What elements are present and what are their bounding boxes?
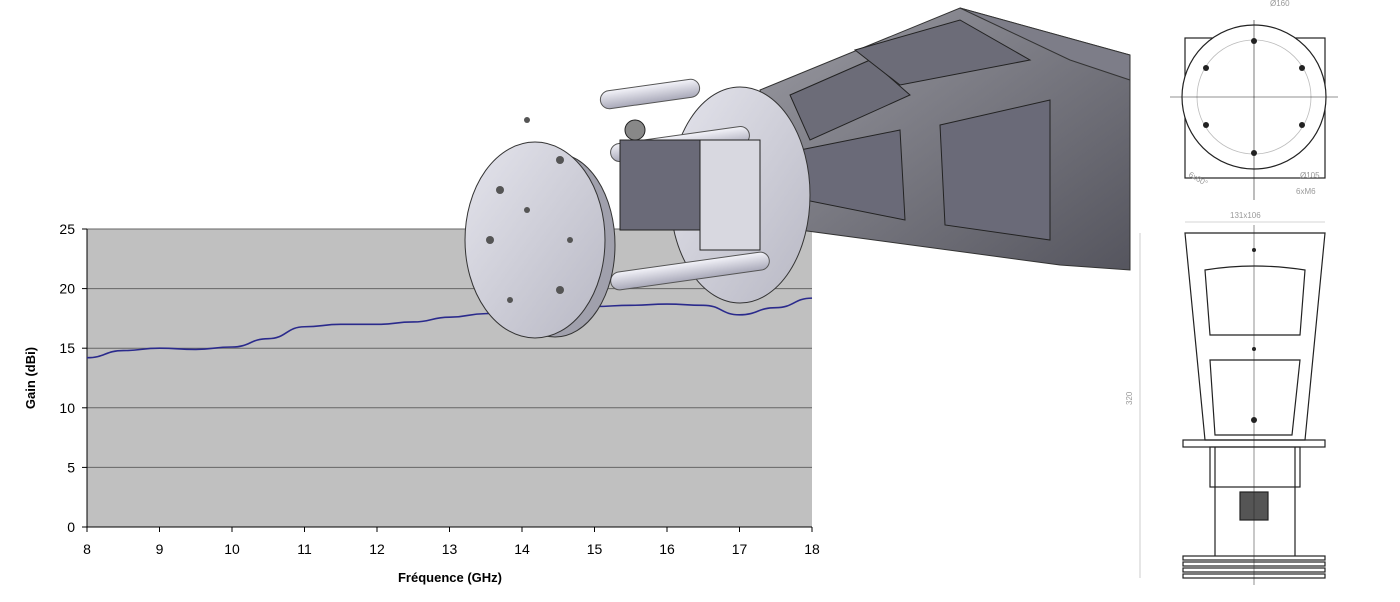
x-axis-title: Fréquence (GHz)	[398, 570, 502, 585]
x-tick-label: 10	[224, 541, 240, 557]
dim-d105: Ø105	[1300, 171, 1320, 180]
x-tick-label: 9	[156, 541, 164, 557]
x-tick-label: 11	[297, 541, 312, 557]
dim-6xm6: 6xM6	[1296, 187, 1316, 196]
x-tick-label: 8	[83, 541, 91, 557]
dim-6x60: 6x60°	[1187, 170, 1209, 188]
dim-320: 320	[1125, 391, 1134, 405]
dim-131x106: 131x106	[1230, 211, 1261, 220]
y-tick-label: 15	[59, 340, 75, 356]
feed-block	[619, 119, 761, 251]
technical-drawing: Ø160 Ø105 6xM6 6x60° 131x106 320	[1125, 0, 1338, 585]
horn-body	[759, 7, 1131, 271]
antenna-3d-render	[464, 7, 1131, 339]
y-tick-label: 5	[67, 459, 75, 475]
x-tick-label: 14	[514, 541, 530, 557]
x-tick-label: 18	[804, 541, 820, 557]
x-tick-label: 15	[587, 541, 603, 557]
x-tick-label: 13	[442, 541, 458, 557]
y-tick-label: 20	[59, 281, 75, 297]
y-tick-label: 25	[59, 221, 75, 237]
x-tick-label: 16	[659, 541, 675, 557]
y-tick-label: 0	[67, 519, 75, 535]
x-tick-label: 12	[369, 541, 385, 557]
dim-d160: Ø160	[1270, 0, 1290, 8]
x-tick-label: 17	[732, 541, 748, 557]
y-tick-label: 10	[59, 400, 75, 416]
y-axis-title: Gain (dBi)	[23, 347, 38, 409]
